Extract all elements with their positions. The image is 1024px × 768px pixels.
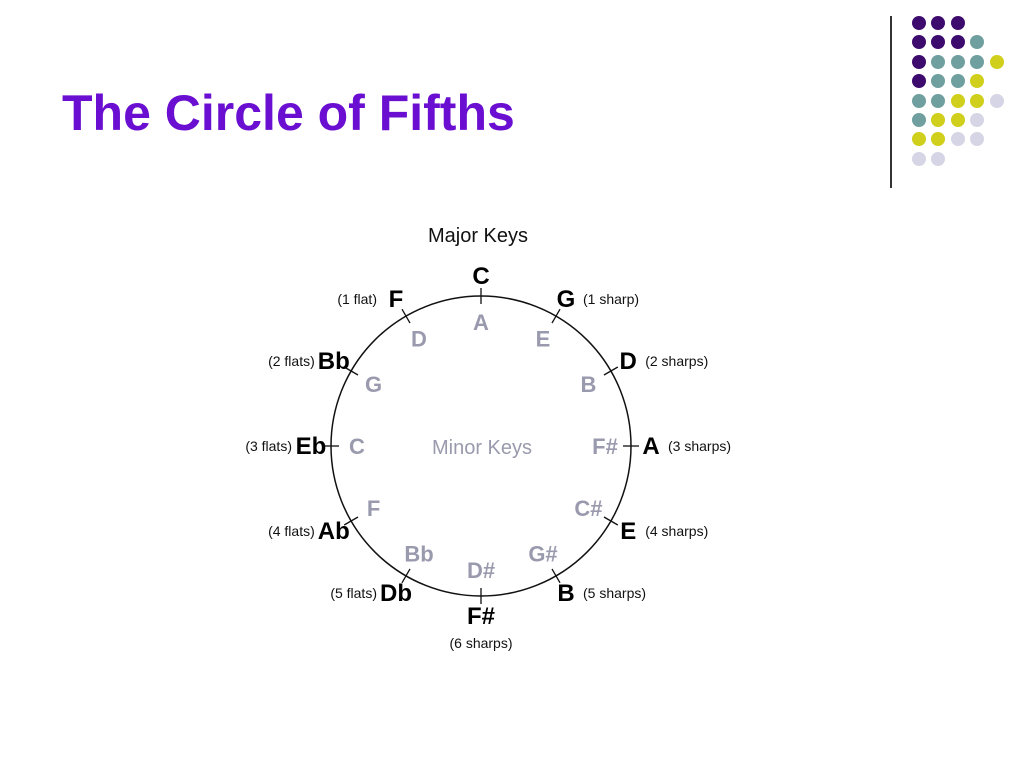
key-signature-label: (4 sharps) — [645, 523, 708, 539]
tick-mark — [551, 568, 561, 584]
minor-key-label: E — [536, 327, 551, 352]
key-signature-label: (3 flats) — [245, 438, 292, 454]
decorative-dot — [950, 54, 965, 69]
tick-mark — [401, 568, 411, 584]
decorative-dot — [931, 93, 946, 108]
major-keys-heading: Major Keys — [428, 225, 528, 247]
major-key-label: C — [472, 263, 489, 290]
slide-title: The Circle of Fifths — [62, 85, 515, 141]
minor-key-label: F — [367, 496, 380, 521]
key-signature-label: (2 flats) — [268, 353, 315, 369]
decorative-dot — [912, 113, 926, 127]
decorative-dot — [931, 113, 946, 127]
decorative-dot — [931, 151, 946, 166]
decorative-dot — [950, 113, 965, 127]
tick-mark — [343, 516, 359, 526]
decorative-dot — [912, 35, 926, 50]
tick-marks — [323, 288, 639, 604]
key-signature-label: (2 sharps) — [645, 353, 708, 369]
decorative-dot — [970, 93, 985, 108]
decorative-dot — [931, 74, 946, 89]
decorative-dot — [950, 35, 965, 50]
major-key-label: G — [557, 286, 576, 313]
major-key-label: F — [389, 286, 404, 313]
key-signature-label: (5 flats) — [330, 585, 377, 601]
tick-mark — [603, 516, 619, 526]
decorative-dot — [912, 132, 926, 147]
decorative-dot — [970, 74, 985, 89]
decorative-dot — [912, 93, 926, 108]
decorative-dot — [912, 54, 926, 69]
decorative-dot — [931, 132, 946, 147]
major-key-label: Bb — [318, 348, 350, 375]
tick-mark — [401, 308, 411, 324]
major-key-label: Ab — [318, 518, 350, 545]
minor-key-label: C — [349, 434, 365, 459]
major-key-label: D — [620, 348, 637, 375]
key-signature-label: (6 sharps) — [449, 635, 512, 651]
decorative-dot — [912, 16, 926, 30]
decorative-dot — [931, 35, 946, 50]
decorative-dot — [950, 16, 965, 30]
major-key-label: Db — [380, 580, 412, 607]
key-signature-label: (4 flats) — [268, 523, 315, 539]
key-signature-label: (3 sharps) — [668, 438, 731, 454]
major-key-label: Eb — [296, 433, 327, 460]
minor-key-label: Bb — [404, 541, 433, 566]
tick-mark — [551, 308, 561, 324]
key-signature-label: (1 sharp) — [583, 291, 639, 307]
minor-key-label: B — [580, 372, 596, 397]
key-signature-label: (5 sharps) — [583, 585, 646, 601]
decorative-dot — [950, 93, 965, 108]
minor-key-label: C# — [574, 496, 602, 521]
minor-key-label: F# — [592, 434, 618, 459]
minor-keys-heading: Minor Keys — [432, 437, 532, 459]
decorative-dot — [950, 74, 965, 89]
minor-key-label: G# — [528, 541, 557, 566]
decorative-divider-line — [890, 16, 892, 188]
tick-mark — [603, 366, 619, 376]
major-key-label: F# — [467, 603, 495, 630]
minor-key-label: A — [473, 310, 489, 335]
decorative-dot — [931, 16, 946, 30]
circle-outline — [330, 295, 632, 597]
key-signature-label: (1 flat) — [337, 291, 377, 307]
decorative-dot — [970, 54, 985, 69]
decorative-dot — [970, 132, 985, 147]
decorative-dot — [970, 113, 985, 127]
decorative-dot — [931, 54, 946, 69]
tick-mark — [343, 366, 359, 376]
decorative-dot — [989, 54, 1004, 69]
decorative-dot — [989, 93, 1004, 108]
major-key-label: A — [642, 433, 659, 460]
decorative-dot — [950, 132, 965, 147]
major-key-label: B — [557, 580, 574, 607]
minor-key-label: G — [365, 372, 382, 397]
minor-key-label: D# — [467, 558, 495, 583]
major-key-label: E — [620, 518, 636, 545]
decorative-dot — [912, 151, 926, 166]
decorative-dot — [912, 74, 926, 89]
minor-key-label: D — [411, 327, 427, 352]
decorative-dot — [970, 35, 985, 50]
